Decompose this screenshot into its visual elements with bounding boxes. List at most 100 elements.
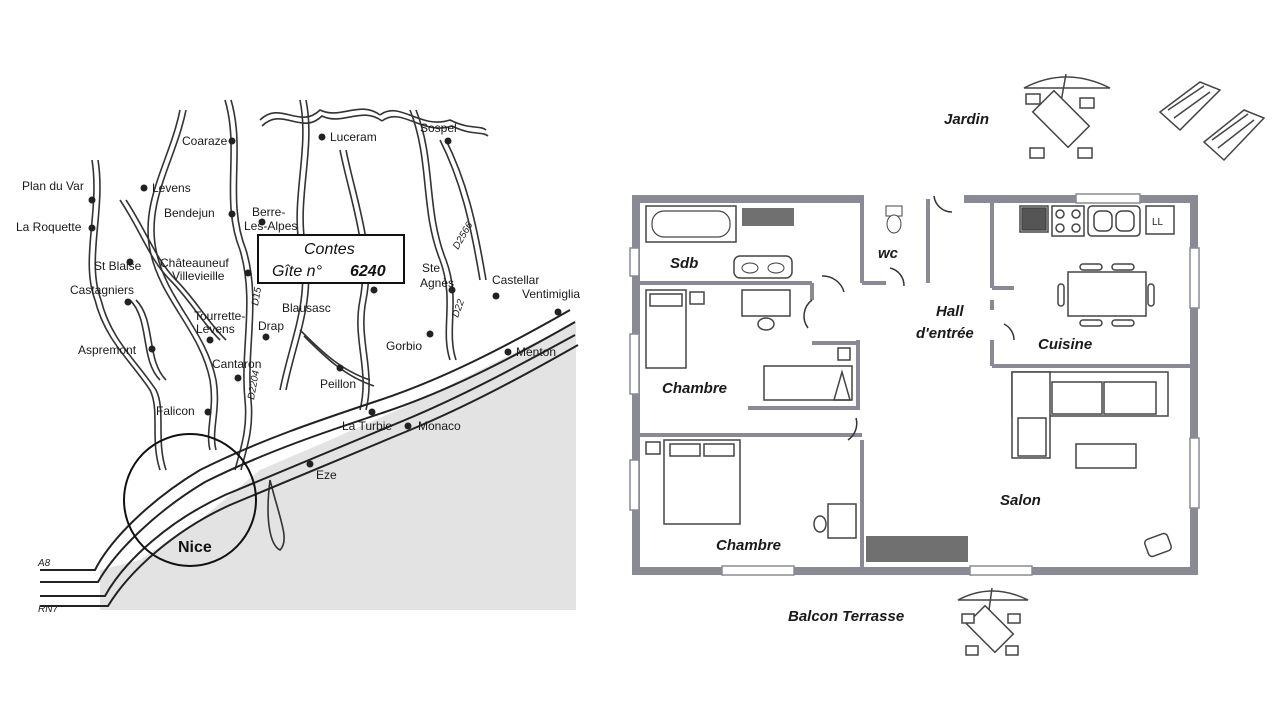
balcony-umbrella-table bbox=[957, 587, 1029, 656]
town-luceram: Luceram bbox=[318, 130, 377, 144]
town-falicon: Falicon bbox=[156, 404, 212, 418]
sea-area bbox=[100, 320, 576, 610]
doors bbox=[803, 195, 1015, 441]
town-label: Levens bbox=[152, 181, 191, 195]
wardrobe-top bbox=[763, 347, 853, 401]
town-label: Bendejun bbox=[164, 206, 215, 220]
town-label: Tourrette- bbox=[194, 309, 245, 323]
kitchen-counter bbox=[1019, 205, 1175, 237]
town-menton: Menton bbox=[504, 345, 556, 359]
town-label: Berre- bbox=[252, 205, 285, 219]
town-label: St Blaise bbox=[94, 259, 142, 273]
room-label-hall-1: Hall bbox=[936, 303, 964, 320]
double-bed bbox=[645, 439, 741, 525]
interior-walls bbox=[636, 199, 1194, 571]
dining-table bbox=[1057, 263, 1155, 327]
garden-umbrella-table bbox=[1023, 73, 1111, 159]
town-eze: Eze bbox=[306, 460, 337, 482]
main-roads bbox=[40, 309, 579, 607]
room-label-jardin: Jardin bbox=[944, 111, 989, 128]
town-label: Eze bbox=[316, 468, 337, 482]
road-label-a8: A8 bbox=[37, 558, 51, 569]
road-label-rn7: RN7 bbox=[38, 604, 58, 615]
town-label: Ventimiglia bbox=[522, 287, 580, 301]
room-label-balcon: Balcon Terrasse bbox=[788, 608, 904, 625]
town-aspremont: Aspremont bbox=[78, 343, 156, 357]
town-label: Castagniers bbox=[70, 283, 134, 297]
sun-lounger-1 bbox=[1158, 81, 1222, 132]
town-label: Drap bbox=[258, 319, 284, 333]
room-label-wc: wc bbox=[878, 245, 899, 262]
desk-bottom bbox=[813, 503, 857, 539]
town-castellar: Castellar bbox=[492, 273, 539, 300]
salon-cabinet bbox=[866, 536, 968, 562]
town-label: Châteauneuf bbox=[160, 256, 229, 270]
bathtub bbox=[645, 205, 737, 243]
armchair bbox=[1144, 532, 1172, 558]
region-map: A8 RN7 D15 D2204 D2566 D22 Coaraze Lucer… bbox=[16, 99, 580, 615]
windows bbox=[629, 193, 1200, 576]
town-castagniers: Castagniers bbox=[70, 283, 134, 306]
desk-top bbox=[741, 289, 791, 331]
town-label: Falicon bbox=[156, 404, 195, 418]
town-label: Castellar bbox=[492, 273, 539, 287]
bathroom-cabinet bbox=[742, 208, 794, 226]
town-bendejun: Bendejun bbox=[164, 206, 236, 220]
sofa bbox=[1011, 371, 1169, 459]
town-levens: Levens bbox=[140, 181, 191, 195]
town-label: Levens bbox=[196, 322, 235, 336]
town-label: Menton bbox=[516, 345, 556, 359]
town-label: Peillon bbox=[320, 377, 356, 391]
room-label-chambre-bottom: Chambre bbox=[716, 537, 781, 554]
town-ventimiglia: Ventimiglia bbox=[522, 287, 580, 316]
gite-box: Contes Gîte n° 6240 bbox=[257, 234, 405, 284]
town-label: Luceram bbox=[330, 130, 377, 144]
town-label: Coaraze bbox=[182, 134, 228, 148]
sun-lounger-2 bbox=[1202, 109, 1266, 162]
room-label-cuisine: Cuisine bbox=[1038, 336, 1092, 353]
room-label-chambre-top: Chambre bbox=[662, 380, 727, 397]
room-label-salon: Salon bbox=[1000, 492, 1041, 509]
town-label: Aspremont bbox=[78, 343, 137, 357]
double-sink bbox=[733, 255, 793, 279]
town-peillon: Peillon bbox=[320, 364, 356, 391]
coffee-table bbox=[1075, 443, 1137, 469]
town-sospel: Sospel bbox=[420, 121, 457, 145]
town-label: La Turbie bbox=[342, 419, 392, 433]
town-label: Ste bbox=[422, 261, 440, 275]
toilet bbox=[885, 205, 903, 234]
town-gorbio: Gorbio bbox=[386, 330, 434, 353]
town-label: La Roquette bbox=[16, 220, 82, 234]
town-coaraze: Coaraze bbox=[182, 134, 236, 148]
town-la-turbie: La Turbie bbox=[342, 408, 392, 433]
town-label: Agnès bbox=[420, 276, 454, 290]
town-label: Les-Alpes bbox=[244, 219, 297, 233]
town-monaco: Monaco bbox=[404, 419, 461, 433]
gite-number: 6240 bbox=[350, 263, 386, 280]
town-label: Sospel bbox=[420, 121, 457, 135]
town-blausasc: Blausasc bbox=[282, 286, 378, 315]
room-label-hall-2: d'entrée bbox=[916, 325, 974, 342]
valley-lines bbox=[88, 99, 489, 551]
single-bed bbox=[645, 289, 705, 369]
town-label: Plan du Var bbox=[22, 179, 84, 193]
town-label: Monaco bbox=[418, 419, 461, 433]
gite-box-title: Contes bbox=[304, 241, 355, 258]
town-plan-du-var: Plan du Var bbox=[22, 179, 96, 204]
town-la-roquette: La Roquette bbox=[16, 220, 96, 234]
room-label-sdb: Sdb bbox=[670, 255, 698, 272]
region-floor-plan: LL bbox=[629, 73, 1266, 656]
town-label: Villevieille bbox=[172, 269, 225, 283]
town-cantaron: Cantaron bbox=[212, 357, 261, 382]
road-label-d2204: D2204 bbox=[246, 369, 262, 400]
town-label: Gorbio bbox=[386, 339, 422, 353]
town-drap: Drap bbox=[258, 319, 284, 341]
town-label: Cantaron bbox=[212, 357, 261, 371]
gite-box-prefix: Gîte n° bbox=[272, 263, 323, 280]
town-label: Blausasc bbox=[282, 301, 331, 315]
road-label-d15: D15 bbox=[250, 286, 264, 306]
town-label-nice: Nice bbox=[178, 539, 212, 556]
